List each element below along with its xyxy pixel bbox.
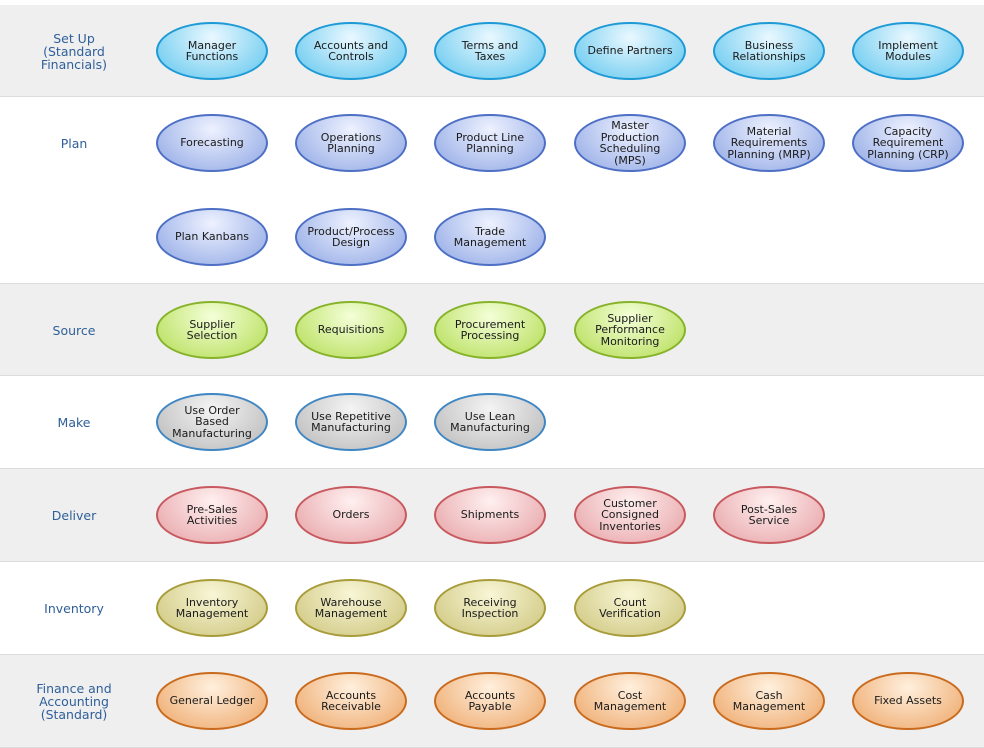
- process-node-source-3[interactable]: Procurement Processing: [434, 301, 546, 359]
- process-node-source-2[interactable]: Requisitions: [295, 301, 407, 359]
- band-make: Make Use Order Based Manufacturing Use Rep…: [0, 376, 984, 469]
- process-node-setup-2[interactable]: Accounts and Controls: [295, 22, 407, 80]
- process-node-deliver-4[interactable]: Customer Consigned Inventories: [574, 486, 686, 544]
- process-node-deliver-3[interactable]: Shipments: [434, 486, 546, 544]
- process-node-finance-1[interactable]: General Ledger: [156, 672, 268, 730]
- process-node-plan-7[interactable]: Plan Kanbans: [156, 208, 268, 266]
- process-node-setup-5[interactable]: Business Relationships: [713, 22, 825, 80]
- process-node-plan-9[interactable]: Trade Management: [434, 208, 546, 266]
- process-node-deliver-1[interactable]: Pre-Sales Activities: [156, 486, 268, 544]
- process-node-plan-3[interactable]: Product Line Planning: [434, 114, 546, 172]
- band-setup: Set Up (Standard Financials) Manager Func…: [0, 5, 984, 97]
- process-node-plan-8[interactable]: Product/Process Design: [295, 208, 407, 266]
- band-label-finance: Finance and Accounting (Standard): [36, 681, 112, 722]
- band-source: Source Supplier Selection Requisitions Proc…: [0, 284, 984, 376]
- process-node-deliver-5[interactable]: Post-Sales Service: [713, 486, 825, 544]
- process-node-finance-5[interactable]: Cash Management: [713, 672, 825, 730]
- process-node-plan-6[interactable]: Capacity Requirement Planning (CRP): [852, 114, 964, 172]
- process-node-deliver-2[interactable]: Orders: [295, 486, 407, 544]
- band-finance: Finance and Accounting (Standard) General…: [0, 655, 984, 748]
- process-node-source-4[interactable]: Supplier Performance Monitoring: [574, 301, 686, 359]
- process-node-inventory-4[interactable]: Count Verification: [574, 579, 686, 637]
- process-node-make-2[interactable]: Use Repetitive Manufacturing: [295, 393, 407, 451]
- process-node-plan-5[interactable]: Material Requirements Planning (MRP): [713, 114, 825, 172]
- band-label-deliver: Deliver: [51, 508, 97, 523]
- band-label-setup: Set Up (Standard Financials): [40, 30, 108, 72]
- process-node-finance-2[interactable]: Accounts Receivable: [295, 672, 407, 730]
- process-node-setup-4[interactable]: Define Partners: [574, 22, 686, 80]
- band-label-plan: Plan: [60, 135, 88, 151]
- process-node-finance-6[interactable]: Fixed Assets: [852, 672, 964, 730]
- process-node-inventory-3[interactable]: Receiving Inspection: [434, 579, 546, 637]
- band-inventory: Inventory Inventory Management Warehouse M…: [0, 562, 984, 655]
- band-deliver: Deliver Pre-Sales Activities Orders Shipmen…: [0, 469, 984, 562]
- process-node-plan-2[interactable]: Operations Planning: [295, 114, 407, 172]
- process-node-source-1[interactable]: Supplier Selection: [156, 301, 268, 359]
- band-label-source: Source: [52, 322, 96, 338]
- process-node-inventory-2[interactable]: Warehouse Management: [295, 579, 407, 637]
- process-node-plan-4[interactable]: Master Production Scheduling (MPS): [574, 114, 686, 172]
- band-label-make: Make: [57, 415, 91, 430]
- process-node-inventory-1[interactable]: Inventory Management: [156, 579, 268, 637]
- process-node-setup-3[interactable]: Terms and Taxes: [434, 22, 546, 80]
- process-node-make-1[interactable]: Use Order Based Manufacturing: [156, 393, 268, 451]
- process-node-make-3[interactable]: Use Lean Manufacturing: [434, 393, 546, 451]
- process-node-finance-3[interactable]: Accounts Payable: [434, 672, 546, 730]
- process-node-setup-1[interactable]: Manager Functions: [156, 22, 268, 80]
- process-node-setup-6[interactable]: Implement Modules: [852, 22, 964, 80]
- process-node-finance-4[interactable]: Cost Management: [574, 672, 686, 730]
- band-label-inventory: Inventory: [44, 601, 104, 616]
- process-node-plan-1[interactable]: Forecasting: [156, 114, 268, 172]
